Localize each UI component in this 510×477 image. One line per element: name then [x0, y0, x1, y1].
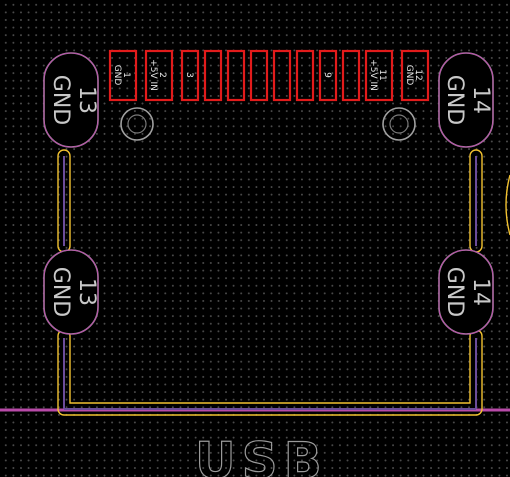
edge-arc-right — [505, 174, 510, 236]
pin-net: +5V IN — [148, 59, 158, 91]
pin-pad — [400, 49, 430, 102]
pin-number: 9 — [322, 72, 332, 78]
pin-number: 1 — [121, 72, 131, 78]
pin-pad — [318, 49, 338, 102]
shield-pad-number: 14 — [468, 86, 493, 114]
pin-net: GND — [404, 65, 414, 86]
shield-pad-label: GND — [48, 75, 73, 125]
pin-pad — [108, 49, 138, 102]
pin-number: 11 — [377, 69, 387, 80]
pin-number: 12 — [413, 69, 423, 80]
shield-pad-number: 13 — [74, 86, 99, 114]
pin-pad — [364, 49, 394, 102]
connector-pin-9[interactable]: 9 — [318, 49, 338, 102]
slot-lower-u — [57, 329, 483, 416]
connector-pin-3[interactable]: 3 — [180, 49, 200, 102]
connector-pin-6[interactable] — [249, 49, 269, 102]
connector-pin-7[interactable] — [272, 49, 292, 102]
shield-pad-right-upper[interactable]: GND 14 — [438, 52, 494, 148]
locating-hole-left — [120, 107, 154, 141]
connector-pin-4[interactable] — [203, 49, 223, 102]
pin-pad — [341, 49, 361, 102]
silkscreen-usb-label: USB — [195, 432, 328, 477]
edge-cuts-outline — [57, 149, 483, 416]
shield-pad-label: GND — [48, 267, 73, 317]
pin-number: 2 — [157, 72, 167, 78]
pin-net: +5V IN — [368, 59, 378, 91]
connector-pin-5[interactable] — [226, 49, 246, 102]
pin-pad — [203, 49, 223, 102]
pin-pad — [272, 49, 292, 102]
shield-pad-number: 13 — [74, 278, 99, 306]
pin-pad — [144, 49, 174, 102]
connector-pin-10[interactable] — [341, 49, 361, 102]
shield-pad-left-upper[interactable]: GND 13 — [43, 52, 99, 148]
shield-pad-left-lower[interactable]: GND 13 — [43, 249, 99, 335]
pin-net: GND — [112, 65, 122, 86]
pin-pad — [226, 49, 246, 102]
connector-pin-8[interactable] — [295, 49, 315, 102]
shield-pad-label: GND — [442, 75, 467, 125]
locating-hole-right — [382, 107, 416, 141]
shield-pad-number: 14 — [468, 278, 493, 306]
pin-number: 3 — [184, 72, 194, 78]
pin-pad — [295, 49, 315, 102]
pin-pad — [249, 49, 269, 102]
shield-pad-right-lower[interactable]: GND 14 — [438, 249, 494, 335]
connector-pin-11[interactable]: 11+5V IN — [364, 49, 394, 102]
pin-pad — [180, 49, 200, 102]
connector-pin-2[interactable]: 2+5V IN — [144, 49, 174, 102]
shield-pad-label: GND — [442, 267, 467, 317]
